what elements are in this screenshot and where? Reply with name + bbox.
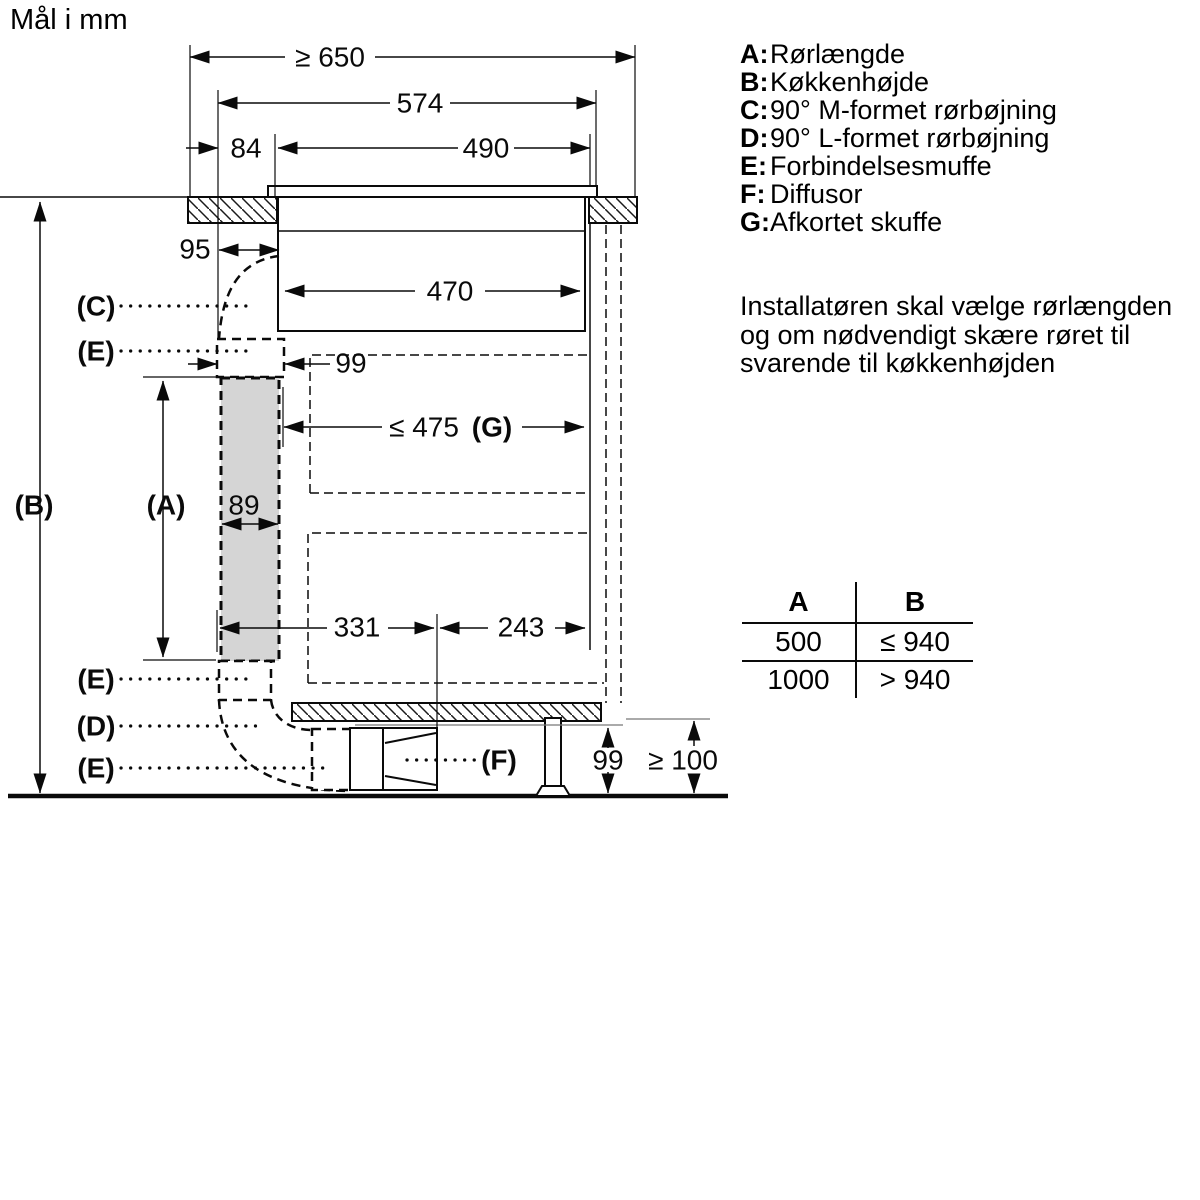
legend-item-g: G: Afkortet skuffe <box>740 208 1057 236</box>
drawer-g-outline <box>309 354 587 494</box>
legend-key: F: <box>740 179 766 209</box>
drawer-lower-outline <box>307 532 604 684</box>
table-cell: ≤ 940 <box>880 626 950 657</box>
installer-note: Installatøren skal vælge rørlængden og o… <box>740 292 1172 378</box>
dim-99-bottom: 99 <box>592 745 623 776</box>
label-e-mid: (E) <box>77 664 114 695</box>
table-header-row: A B <box>742 582 973 623</box>
legend-label: 90° M-formet rørbøjning <box>770 95 1057 125</box>
leader-lines <box>119 304 478 770</box>
label-b: (B) <box>15 490 54 521</box>
legend-label: Afkortet skuffe <box>770 207 943 237</box>
legend-key: D: <box>740 123 769 153</box>
dim-331: 331 <box>334 612 381 643</box>
legend-key: A: <box>740 39 769 69</box>
dim-243: 243 <box>498 612 545 643</box>
legend-key: E: <box>740 151 767 181</box>
connection-sleeve-upper <box>215 337 286 379</box>
legend-label: Rørlængde <box>770 39 906 69</box>
legend-key: G: <box>740 207 770 237</box>
dim-89: 89 <box>228 490 259 521</box>
table-cell: 1000 <box>742 661 857 698</box>
legend-label: Diffusor <box>770 179 863 209</box>
label-f: (F) <box>481 745 517 776</box>
dim-100: ≥ 100 <box>648 745 718 776</box>
pipe-bend-d-inner <box>269 699 313 732</box>
legend-item-f: F: Diffusor <box>740 180 1057 208</box>
legend-label: Køkkenhøjde <box>770 67 930 97</box>
countertop-right-hatch <box>588 196 638 224</box>
legend-label: Forbindelsesmuffe <box>770 151 992 181</box>
label-g: (G) <box>472 412 512 443</box>
dim-99-sleeve: 99 <box>335 348 366 379</box>
part-labels: (B) (A) (C) (E) (E) (D) (E) (F) <box>15 291 517 784</box>
table-row: 500 ≤ 940 <box>742 623 973 661</box>
legend-key: C: <box>740 95 769 125</box>
furniture-foot <box>534 717 572 797</box>
label-e-lower: (E) <box>77 753 114 784</box>
legend-item-e: E: Forbindelsesmuffe <box>740 152 1057 180</box>
connection-sleeve-mid <box>217 659 273 702</box>
legend-item-c: C: 90° M-formet rørbøjning <box>740 96 1057 124</box>
label-a: (A) <box>147 490 186 521</box>
dim-475: ≤ 475 <box>389 412 459 443</box>
table-row: 1000 > 940 <box>742 661 973 698</box>
table-header-b: B <box>904 586 926 617</box>
dim-650: ≥ 650 <box>295 42 365 73</box>
countertop-left-hatch <box>187 196 278 224</box>
note-line: Installatøren skal vælge rørlængden <box>740 291 1173 321</box>
legend-label: 90° L-formet rørbøjning <box>770 123 1050 153</box>
dimensions <box>33 45 701 794</box>
pipe-length-table: A B 500 ≤ 940 1000 > 940 <box>742 582 973 698</box>
extractor-casing <box>277 196 586 332</box>
label-d: (D) <box>77 711 116 742</box>
structure <box>0 185 728 799</box>
dim-84: 84 <box>230 133 261 164</box>
label-e-upper: (E) <box>77 336 114 367</box>
dim-95: 95 <box>179 234 210 265</box>
legend: A: Rørlængde B: Køkkenhøjde C: 90° M-for… <box>740 40 1057 236</box>
page-title: Mål i mm <box>10 4 128 36</box>
pipe-bend-c <box>217 254 280 340</box>
diffusor <box>349 727 438 791</box>
table-cell: > 940 <box>879 664 951 695</box>
legend-item-d: D: 90° L-formet rørbøjning <box>740 124 1057 152</box>
dimension-texts: ≥ 650 574 84 490 95 470 99 ≤ 475 (G) 89 … <box>179 42 718 776</box>
note-line: svarende til køkkenhøjden <box>740 348 1056 378</box>
cabinet-bottom-panel-hatch <box>291 702 602 722</box>
legend-item-b: B: Køkkenhøjde <box>740 68 1057 96</box>
legend-item-a: A: Rørlængde <box>740 40 1057 68</box>
dim-574: 574 <box>397 88 444 119</box>
table-cell: 500 <box>742 623 857 661</box>
legend-key: B: <box>740 67 769 97</box>
table-header-a: A <box>742 582 857 623</box>
connection-sleeve-lower <box>310 727 354 792</box>
label-c: (C) <box>77 291 116 322</box>
dim-470: 470 <box>427 276 474 307</box>
dim-490: 490 <box>463 133 510 164</box>
hob-glass-top <box>267 185 598 198</box>
pipe-bend-d-outer <box>217 699 349 793</box>
note-line: og om nødvendigt skære røret til <box>740 319 1131 350</box>
